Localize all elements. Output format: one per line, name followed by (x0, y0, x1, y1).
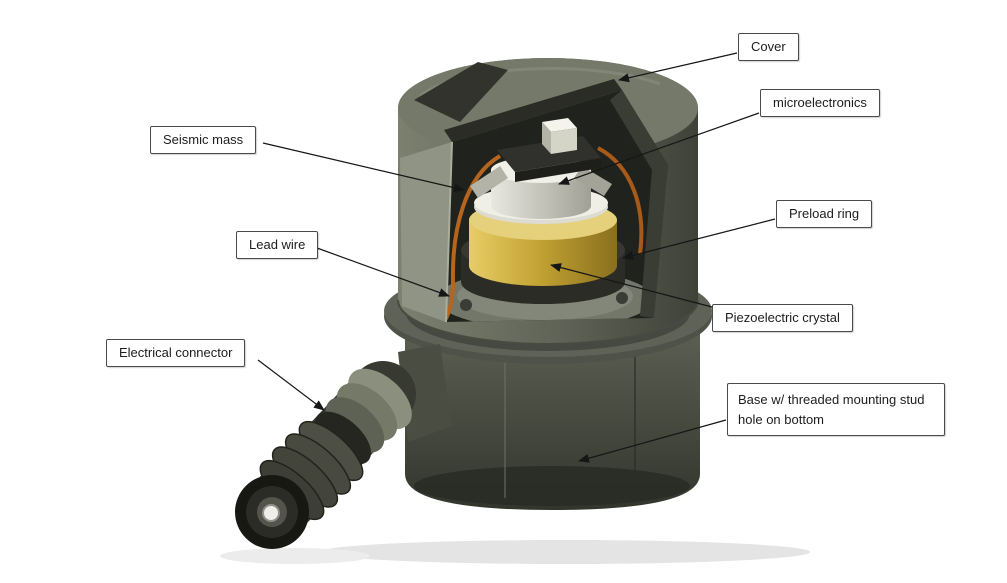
base-part (405, 328, 700, 510)
internal-components (446, 118, 653, 322)
label-seismic-mass: Seismic mass (150, 126, 257, 154)
cutaway-section-faces (397, 79, 699, 345)
arrow-electrical-connector (257, 359, 325, 411)
lead-wire-right-part (597, 146, 644, 255)
arrow-microelectronics (558, 112, 760, 185)
ground-shadow-connector (220, 548, 370, 564)
label-electrical-connector: Electrical connector (106, 339, 246, 367)
label-microelectronics: microelectronics (760, 89, 880, 117)
arrow-piezoelectric-crystal (550, 263, 713, 308)
label-cover: Cover (738, 33, 799, 61)
leader-arrows (257, 52, 776, 463)
connector-part (235, 344, 452, 549)
ground-shadow (320, 540, 810, 564)
arrow-base (578, 419, 727, 463)
label-base: Base w/ threaded mounting stud hole on b… (727, 383, 945, 436)
arrow-lead-wire (316, 247, 450, 297)
arrow-cover (618, 52, 738, 83)
arrow-seismic-mass (262, 142, 465, 193)
microelectronics-part (497, 118, 601, 182)
label-preload-ring: Preload ring (776, 200, 873, 228)
label-piezoelectric-crystal: Piezoelectric crystal (712, 304, 853, 332)
arrow-preload-ring (622, 218, 776, 260)
label-lead-wire: Lead wire (236, 231, 319, 259)
lead-wire-part (446, 154, 502, 322)
